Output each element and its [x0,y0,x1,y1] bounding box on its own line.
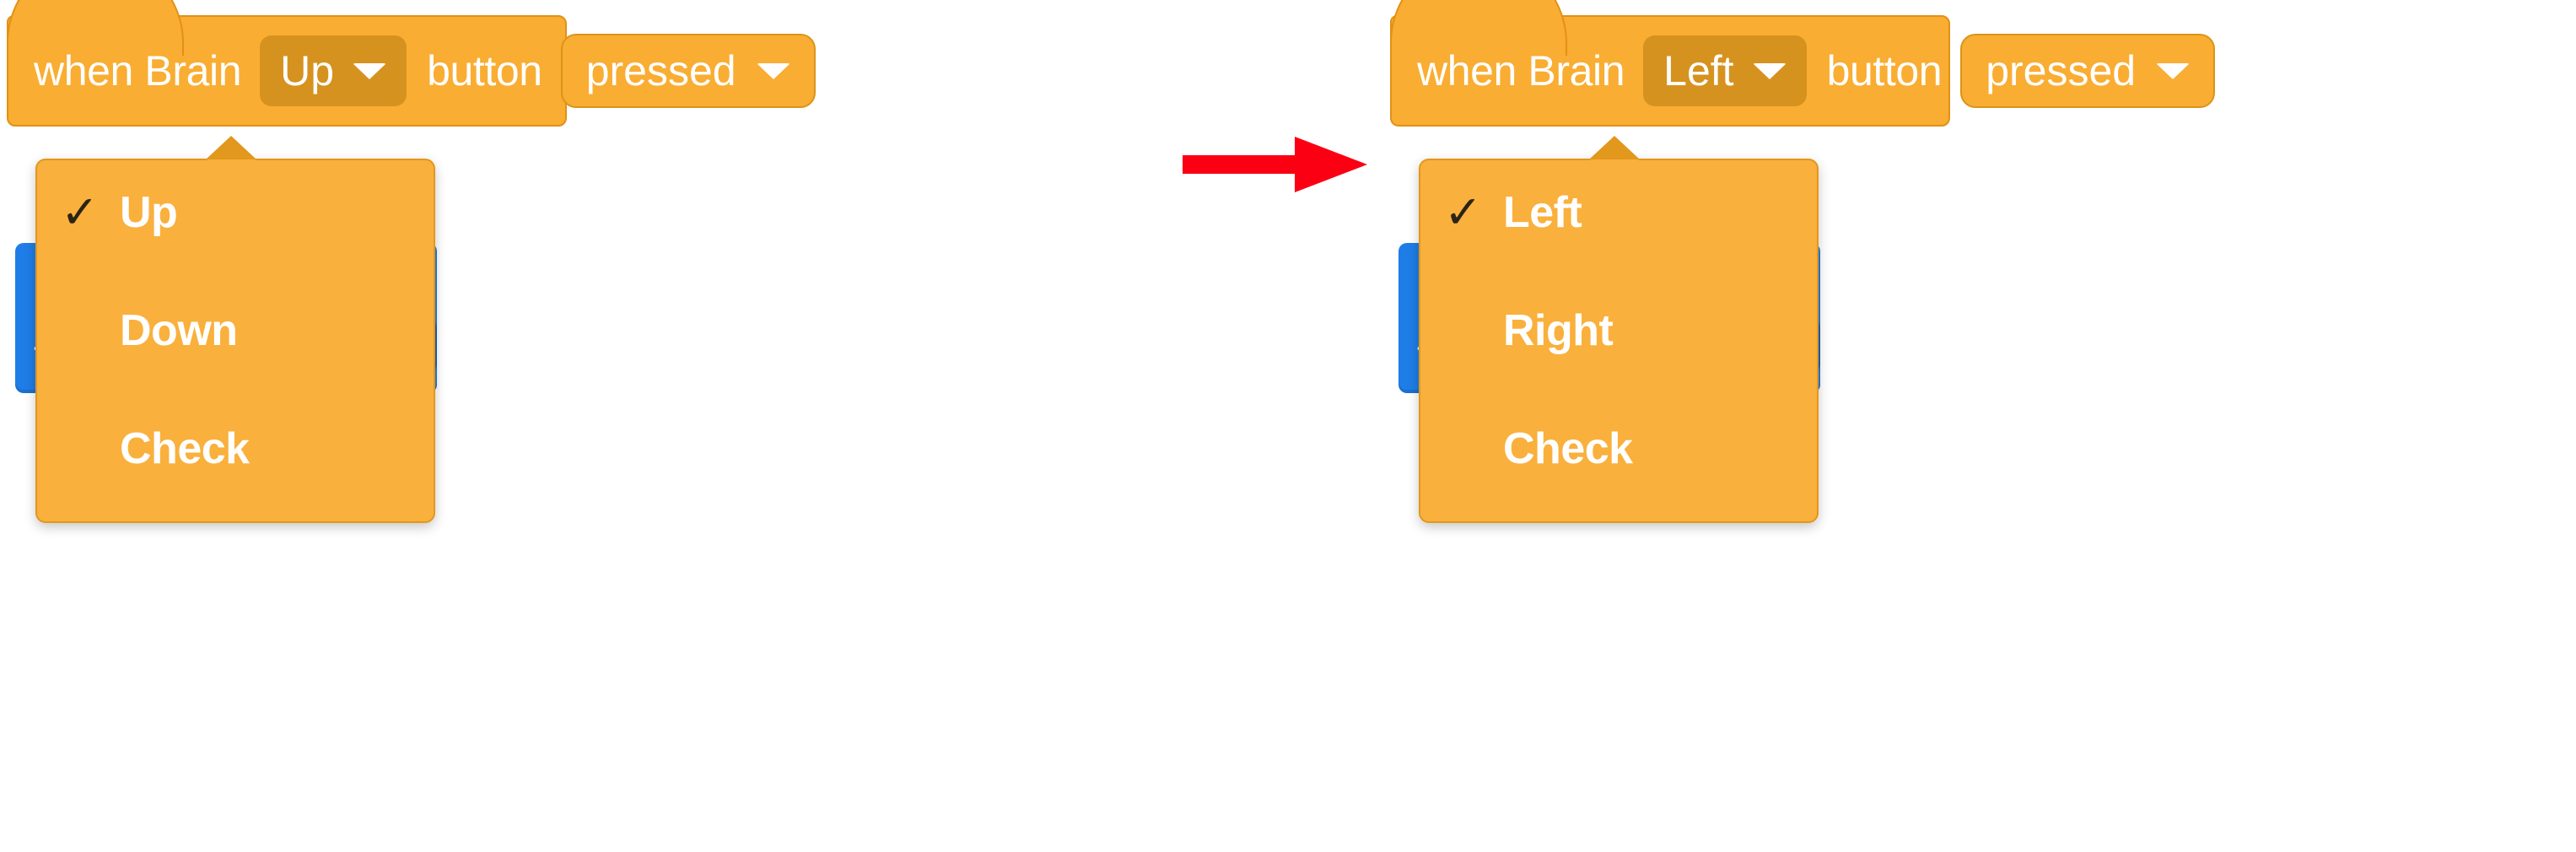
arrow-shaft [1183,155,1299,174]
checkmark-icon: ✓ [1444,187,1483,238]
chevron-down-icon [1752,62,1786,79]
menu-item-label: Down [120,306,238,355]
panel-before: tu left when Brain Up button pressed [0,0,1181,852]
state-dropdown-value: pressed [1986,47,2137,94]
panel-after: tu left when Brain Left button pressed [1383,0,2564,852]
menu-pointer [206,136,256,161]
dropdown-menu-after[interactable]: ✓ Left Right Check [1419,136,1819,523]
arrow-head [1295,137,1367,192]
checkmark-placeholder [61,426,120,472]
state-dropdown-field[interactable]: pressed [560,34,816,108]
hat-block-before[interactable]: when Brain Up button pressed [7,0,816,127]
hat-prefix-label: when Brain [1417,47,1625,94]
button-dropdown-value: Up [280,47,335,94]
state-dropdown-field[interactable]: pressed [1960,34,2216,108]
hat-block-dome-fill [1392,44,1566,64]
hat-middle-label: button [1826,47,1943,94]
dropdown-menu-before[interactable]: ✓ Up Down Check [35,136,435,523]
menu-item[interactable]: Down [37,292,434,369]
chevron-down-icon [2156,62,2191,79]
checkmark-placeholder [1444,308,1503,353]
checkmark-placeholder [1444,426,1503,472]
button-dropdown-field[interactable]: Left [1643,35,1807,106]
button-dropdown-value: Left [1663,47,1734,94]
menu-item[interactable]: Right [1420,292,1817,369]
hat-block-after[interactable]: when Brain Left button pressed [1390,0,2216,127]
hat-block-row: when Brain Up button pressed [7,15,816,127]
step-arrow-icon [1183,137,1370,192]
menu-item-label: Check [120,424,250,473]
checkmark-placeholder [61,308,120,353]
menu-item-label: Right [1503,306,1614,355]
menu-item[interactable]: Check [1420,410,1817,488]
hat-block-row: when Brain Left button pressed [1390,15,2216,127]
hat-block-dome-fill [8,44,182,64]
checkmark-icon: ✓ [61,187,100,238]
menu-item-label: Left [1503,188,1582,237]
menu-item[interactable]: Check [37,410,434,488]
state-dropdown-value: pressed [585,47,736,94]
menu-item[interactable]: ✓ Left [1420,174,1817,251]
menu-item-label: Up [120,188,178,237]
button-dropdown-field[interactable]: Up [260,35,407,106]
chevron-down-icon [353,62,387,79]
hat-prefix-label: when Brain [34,47,242,94]
menu-item[interactable]: ✓ Up [37,174,434,251]
menu-pointer [1589,136,1640,161]
chevron-down-icon [756,62,790,79]
hat-middle-label: button [427,47,542,94]
menu-item-label: Check [1503,424,1633,473]
